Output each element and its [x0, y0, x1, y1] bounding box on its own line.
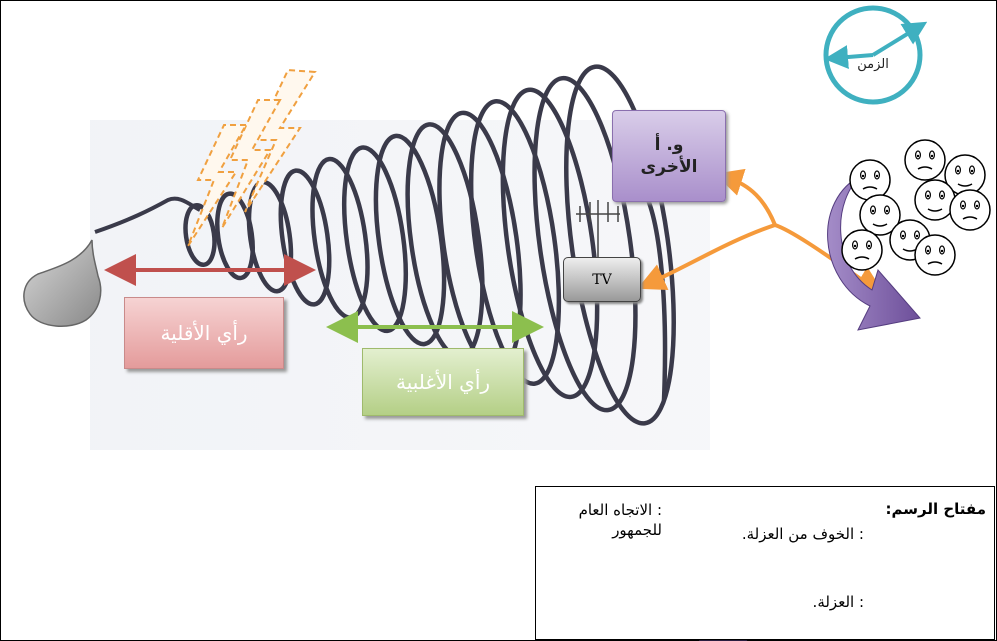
spiral-loop: [500, 87, 600, 400]
antenna-icon: [576, 200, 620, 258]
legend-box: مفتاح الرسم: : الخوف من العزلة. : العزلة…: [535, 486, 995, 640]
time-label: الزمن: [857, 56, 889, 72]
minority-opinion-box: رأي الأقلية: [124, 297, 284, 369]
clock-icon: [823, 5, 928, 105]
speech-bubble-icon: [23, 239, 102, 327]
majority-opinion-box: رأي الأغلبية: [362, 348, 524, 416]
legend-general-trend: : الاتجاه العام للجمهور: [578, 501, 662, 540]
spiral-tail-wire: [94, 196, 201, 234]
other-media-box: و. أ الأخرى: [612, 110, 726, 202]
other-media-line1: و. أ: [654, 134, 684, 155]
other-media-line2: الأخرى: [640, 157, 698, 177]
face-icon: [859, 194, 901, 236]
tv-box: TV: [563, 257, 641, 302]
spiral-loop: [468, 99, 562, 386]
face-icon: [849, 159, 891, 201]
face-icon: [914, 234, 956, 276]
face-icon: [904, 139, 946, 181]
curved-arrow-icon: [827, 174, 921, 331]
crowd-faces-icon: [841, 139, 991, 276]
face-icon: [949, 189, 991, 231]
legend-title: مفتاح الرسم:: [885, 500, 987, 518]
face-icon: [914, 179, 956, 221]
face-icon: [841, 229, 883, 271]
spiral-loop: [532, 75, 638, 413]
lightning-bolt-icon: [187, 68, 317, 247]
spiral-loop: [278, 168, 332, 307]
legend-fear-of-isolation: : الخوف من العزلة.: [741, 525, 864, 543]
legend-isolation: : العزلة.: [812, 593, 864, 611]
spiral-loop: [564, 64, 676, 426]
